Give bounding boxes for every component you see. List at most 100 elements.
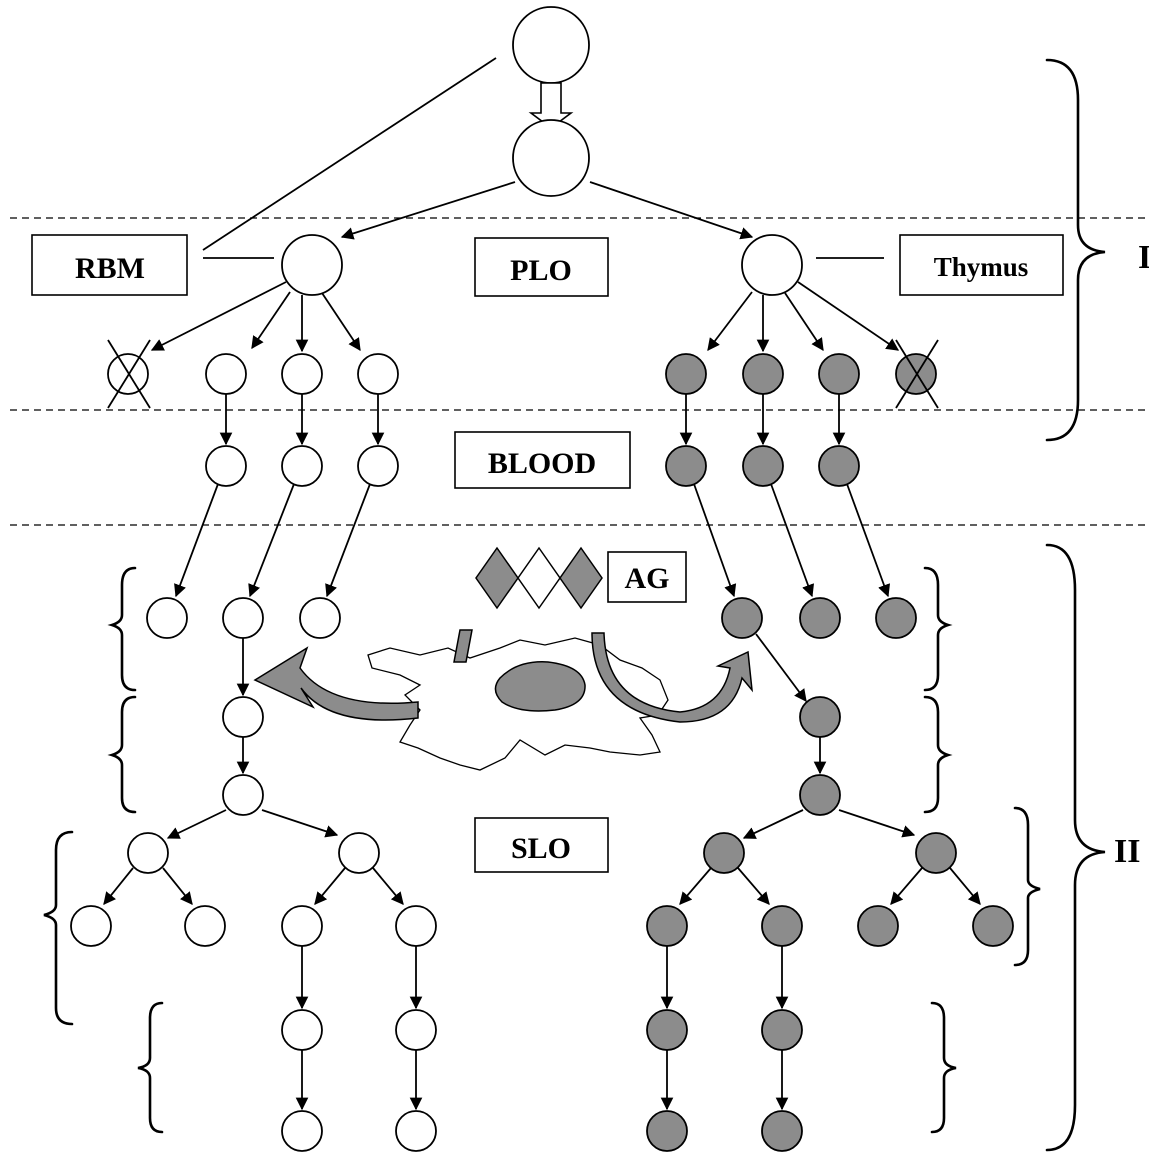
blood-box bbox=[454, 431, 631, 489]
t-lineage-cell bbox=[799, 774, 841, 816]
brace-right-4 bbox=[930, 1001, 957, 1134]
t-lineage-cell bbox=[761, 1009, 803, 1051]
lineage-arrow bbox=[693, 483, 737, 598]
lineage-arrow bbox=[325, 483, 371, 598]
lineage-arrow bbox=[737, 867, 770, 905]
brace-left-4 bbox=[137, 1001, 164, 1134]
t-lineage-cell bbox=[875, 597, 917, 639]
lineage-arrow bbox=[174, 483, 219, 598]
brace-right-1 bbox=[923, 566, 953, 692]
t-lineage-cell bbox=[742, 353, 784, 395]
lineage-arrow bbox=[770, 483, 815, 598]
phase-two-brace bbox=[1045, 543, 1106, 1152]
stimulation-stub-icon bbox=[453, 629, 473, 663]
lineage-cells bbox=[70, 353, 1014, 1152]
phase-one-brace bbox=[1045, 58, 1106, 442]
arrow-b-child1 bbox=[251, 291, 291, 350]
brace-left-2 bbox=[107, 695, 137, 814]
brace-left-1 bbox=[107, 566, 137, 692]
b-lineage-cell bbox=[281, 905, 323, 947]
b-lineage-cell bbox=[222, 774, 264, 816]
t-lineage-cell bbox=[665, 445, 707, 487]
plo-box bbox=[474, 237, 609, 297]
t-lineage-cell bbox=[703, 832, 745, 874]
nucleus-icon bbox=[494, 661, 586, 712]
stem-cell bbox=[512, 6, 590, 84]
phase-one-label: I bbox=[1138, 239, 1149, 276]
lineage-arrow bbox=[162, 867, 193, 905]
lineage-arrow bbox=[890, 867, 923, 905]
lineage-arrow bbox=[679, 867, 712, 905]
t-lineage-cell bbox=[857, 905, 899, 947]
b-lineage-cell bbox=[281, 1009, 323, 1051]
lineage-arrow bbox=[742, 809, 804, 839]
b-lineage-cell bbox=[395, 1009, 437, 1051]
ag-box bbox=[607, 551, 687, 603]
brace-right-2 bbox=[923, 695, 953, 814]
arrow-t-child1 bbox=[707, 291, 753, 352]
b-lineage-cell bbox=[127, 832, 169, 874]
blood-label: BLOOD bbox=[488, 447, 596, 480]
phase-two-label: II bbox=[1114, 833, 1140, 870]
b-lineage-cell bbox=[222, 597, 264, 639]
b-lineage-cell bbox=[146, 597, 188, 639]
deleted-cell-cross-icon bbox=[107, 339, 151, 409]
t-lineage-cell bbox=[799, 597, 841, 639]
lymphoid-progenitor bbox=[512, 119, 590, 197]
lineage-arrow bbox=[372, 867, 404, 905]
thymus-label: Thymus bbox=[934, 252, 1029, 282]
t-lineage-cell bbox=[915, 832, 957, 874]
lineage-arrow bbox=[846, 483, 891, 598]
b-lineage-cell bbox=[205, 353, 247, 395]
t-lineage-cell bbox=[721, 597, 763, 639]
b-lineage-cell bbox=[395, 905, 437, 947]
plo-label: PLO bbox=[510, 254, 572, 287]
thymus-box bbox=[899, 234, 1064, 296]
t-lineage-cell bbox=[742, 445, 784, 487]
t-lineage-cell bbox=[761, 905, 803, 947]
lineage-arrow bbox=[261, 809, 339, 838]
b-lineage-cell bbox=[184, 905, 226, 947]
t-lineage-cell bbox=[646, 1110, 688, 1152]
arrow-progenitor-to-t bbox=[589, 181, 754, 240]
lineage-arrow bbox=[949, 867, 981, 905]
brace-right-3 bbox=[1013, 806, 1041, 967]
connector-stem-rbm bbox=[202, 57, 497, 251]
b-lineage-cell bbox=[357, 445, 399, 487]
slo-label: SLO bbox=[511, 832, 571, 865]
lineage-arrow bbox=[755, 633, 807, 703]
b-precursor bbox=[281, 234, 343, 296]
slo-box bbox=[474, 817, 609, 873]
curved-stimulation-arrow-icon bbox=[591, 632, 754, 723]
t-lineage-cell bbox=[646, 1009, 688, 1051]
b-lineage-cell bbox=[281, 445, 323, 487]
arrow-b-child3 bbox=[321, 292, 361, 352]
t-lineage-cell bbox=[646, 905, 688, 947]
lineage-arrows bbox=[103, 394, 981, 1111]
brace-left-3 bbox=[43, 830, 74, 1026]
antigen-diamond-icon bbox=[475, 546, 603, 610]
b-lineage-cell bbox=[205, 445, 247, 487]
deleted-cell-cross-icon bbox=[895, 339, 939, 409]
rbm-box bbox=[31, 234, 188, 296]
b-lineage-cell bbox=[281, 1110, 323, 1152]
t-precursor bbox=[741, 234, 803, 296]
b-lineage-cell bbox=[222, 696, 264, 738]
arrow-progenitor-to-b bbox=[340, 181, 516, 240]
b-lineage-cell bbox=[299, 597, 341, 639]
t-lineage-cell bbox=[972, 905, 1014, 947]
lineage-arrow bbox=[248, 483, 295, 598]
b-lineage-cell bbox=[357, 353, 399, 395]
b-lineage-cell bbox=[281, 353, 323, 395]
b-lineage-cell bbox=[395, 1110, 437, 1152]
t-lineage-cell bbox=[799, 696, 841, 738]
b-lineage-cell bbox=[338, 832, 380, 874]
rbm-label: RBM bbox=[75, 252, 145, 285]
b-lineage-cell bbox=[70, 905, 112, 947]
t-lineage-cell bbox=[665, 353, 707, 395]
arrow-t-deleted bbox=[797, 281, 900, 351]
t-lineage-cell bbox=[818, 353, 860, 395]
t-lineage-cell bbox=[818, 445, 860, 487]
lineage-arrow bbox=[314, 867, 346, 905]
